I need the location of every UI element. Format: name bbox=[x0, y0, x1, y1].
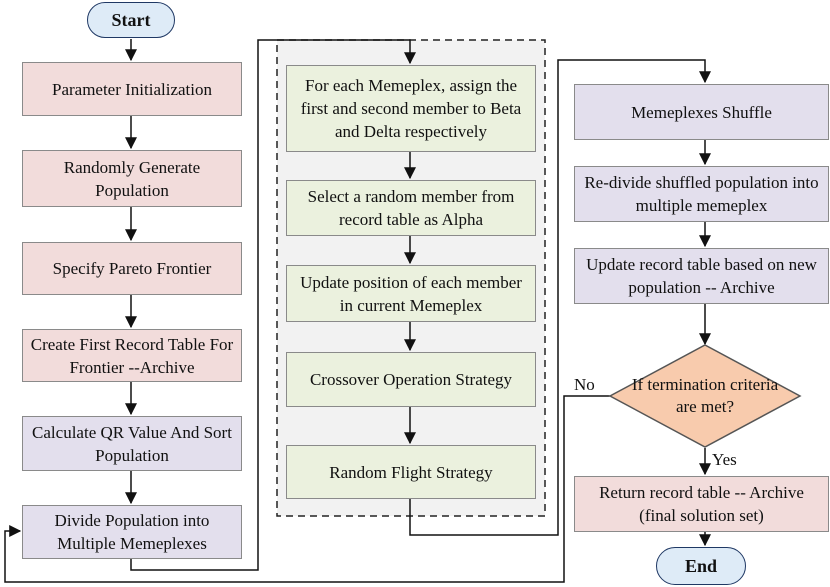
decision-text: If termination criteria are met? bbox=[631, 375, 779, 416]
update-position-step: Update position of each member in curren… bbox=[286, 265, 536, 322]
generate-population-step: Randomly Generate Population bbox=[22, 150, 242, 207]
parameter-initialization-step: Parameter Initialization bbox=[22, 62, 242, 116]
assign-beta-delta-step: For each Memeplex, assign the first and … bbox=[286, 65, 536, 152]
divide-population-step: Divide Population into Multiple Memeplex… bbox=[22, 505, 242, 559]
pareto-frontier-step: Specify Pareto Frontier bbox=[22, 242, 242, 295]
create-record-table-step: Create First Record Table For Frontier -… bbox=[22, 329, 242, 382]
memeplexes-shuffle-step: Memeplexes Shuffle bbox=[574, 84, 829, 140]
decision-no-label: No bbox=[574, 375, 595, 394]
decision-diamond bbox=[608, 344, 802, 448]
update-record-table-step: Update record table based on new populat… bbox=[574, 248, 829, 304]
select-alpha-step: Select a random member from record table… bbox=[286, 180, 536, 236]
return-record-table-step: Return record table -- Archive (final so… bbox=[574, 476, 829, 532]
start-terminal: Start bbox=[87, 2, 175, 38]
random-flight-step: Random Flight Strategy bbox=[286, 445, 536, 499]
crossover-strategy-step: Crossover Operation Strategy bbox=[286, 352, 536, 407]
decision-yes-label: Yes bbox=[712, 450, 737, 469]
redivide-population-step: Re-divide shuffled population into multi… bbox=[574, 166, 829, 222]
end-terminal: End bbox=[656, 547, 746, 585]
calculate-qr-step: Calculate QR Value And Sort Population bbox=[22, 416, 242, 471]
